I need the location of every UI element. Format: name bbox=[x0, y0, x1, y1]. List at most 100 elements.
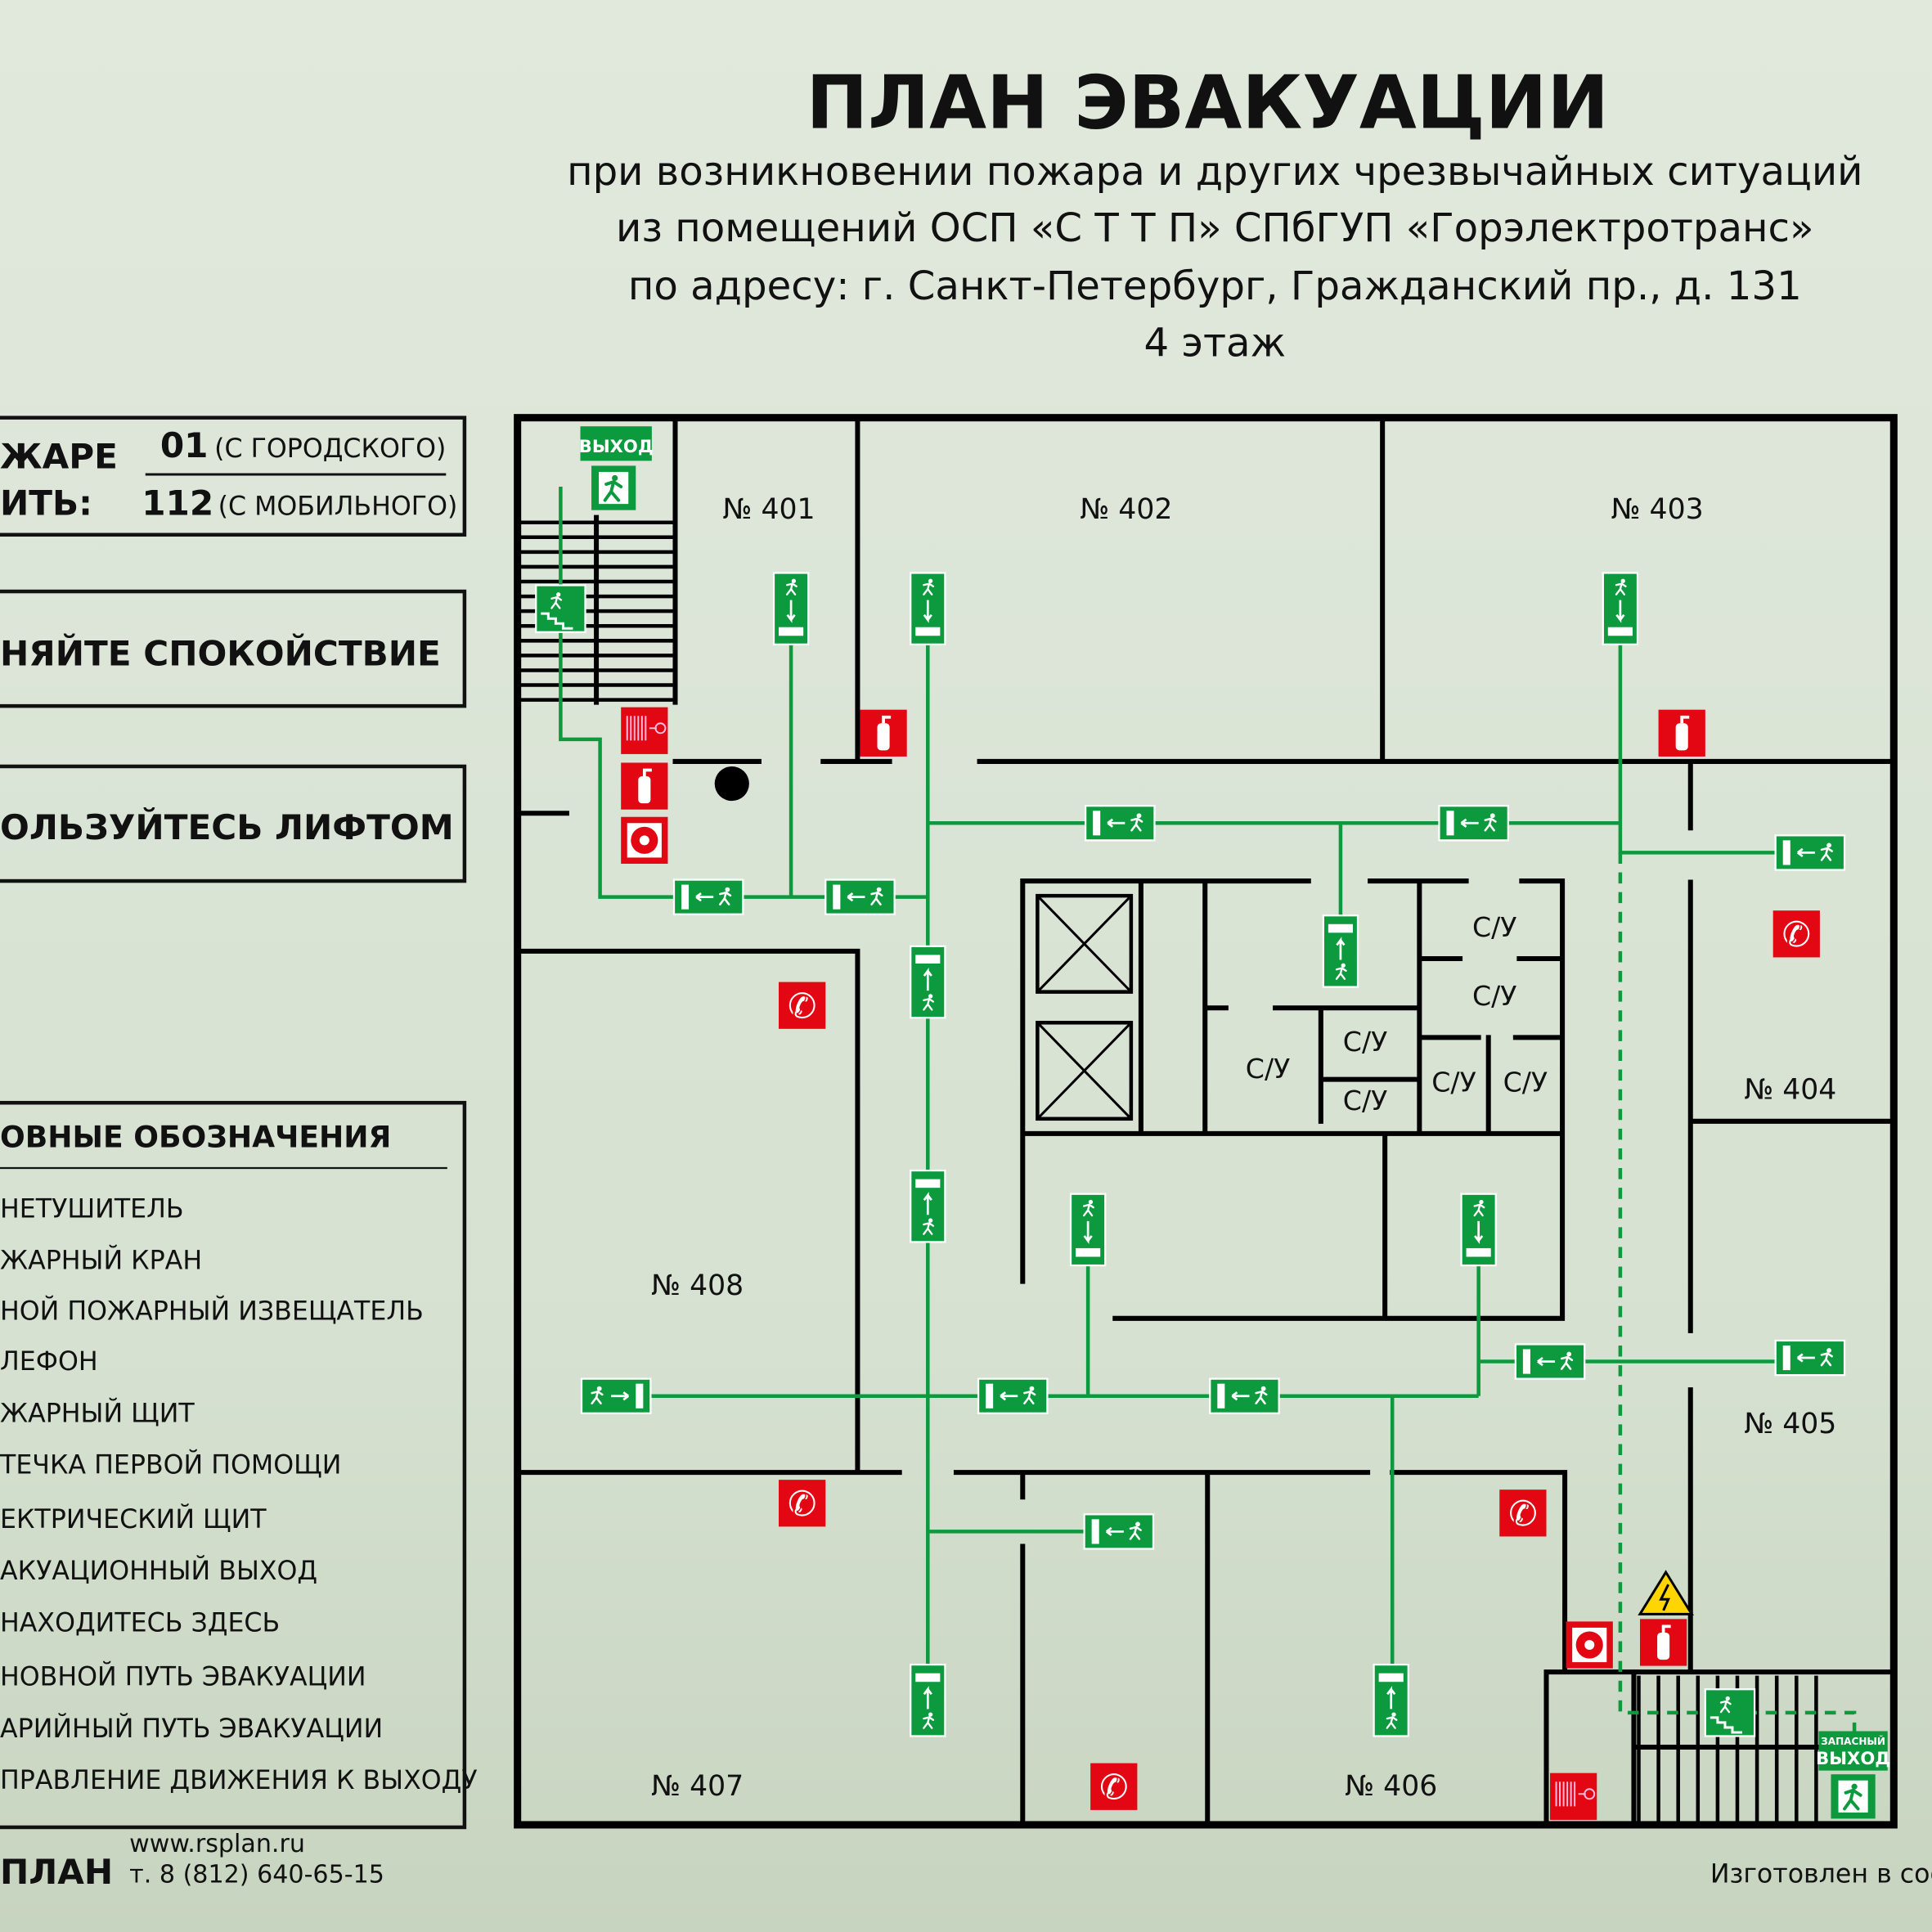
phone-icon: ✆ bbox=[1772, 910, 1820, 958]
svg-text:✆: ✆ bbox=[788, 986, 816, 1026]
notice-no-elevator: ОЛЬЗУЙТЕСЬ ЛИФТОМ bbox=[0, 764, 467, 883]
fire-extinguisher-icon bbox=[860, 709, 907, 757]
wc-label: С/У bbox=[1503, 1067, 1548, 1099]
room-407-label: № 407 bbox=[651, 1770, 744, 1803]
legend-item: НАХОДИТЕСЬ ЗДЕСЬ bbox=[0, 1608, 280, 1638]
stairs-exit-sign bbox=[1704, 1688, 1756, 1737]
exit-direction-sign-up bbox=[1322, 914, 1359, 988]
exit-direction-sign bbox=[824, 878, 896, 915]
electrical-panel-icon bbox=[1638, 1570, 1694, 1615]
exit-direction-sign bbox=[1209, 1377, 1280, 1414]
legend-item: ЖАРНЫЙ ЩИТ bbox=[0, 1397, 195, 1428]
exit-direction-sign-up bbox=[910, 1663, 946, 1737]
notice-text: НЯЙТЕ СПОКОЙСТВИЕ bbox=[0, 632, 441, 673]
legend-item: ЕКТРИЧЕСКИЙ ЩИТ bbox=[0, 1503, 267, 1534]
fire-hose-icon bbox=[621, 707, 668, 754]
mobile-number: 112 bbox=[142, 483, 213, 523]
legend-item: ТЕЧКА ПЕРВОЙ ПОМОЩИ bbox=[0, 1449, 341, 1480]
subtitle-line-2: из помещений ОСП «С Т Т П» СПбГУП «Горэл… bbox=[616, 205, 1813, 251]
fire-extinguisher-icon bbox=[621, 762, 668, 810]
wc-label: С/У bbox=[1472, 911, 1516, 943]
emergency-line-1: ЖАРЕ bbox=[0, 436, 118, 476]
subtitle-line-3: по адресу: г. Санкт-Петербург, Гражданск… bbox=[628, 263, 1802, 309]
exit-direction-sign bbox=[1083, 1513, 1155, 1550]
exit-direction-sign bbox=[580, 1377, 652, 1414]
exit-direction-sign-down bbox=[1460, 1193, 1497, 1267]
room-408-label: № 408 bbox=[651, 1269, 744, 1302]
phone-icon: ✆ bbox=[1499, 1489, 1547, 1537]
city-number: 01 bbox=[160, 425, 209, 465]
wc-label: С/У bbox=[1431, 1067, 1476, 1099]
spare-exit-top-text: ЗАПАСНЫЙ bbox=[1821, 1735, 1885, 1747]
emergency-line-2: ИТЬ: bbox=[0, 483, 92, 523]
room-403-label: № 403 bbox=[1611, 493, 1704, 526]
exit-direction-sign-down bbox=[910, 572, 946, 645]
spare-exit-sign: ЗАПАСНЫЙ ВЫХОД bbox=[1816, 1731, 1890, 1771]
exit-direction-sign-up bbox=[1373, 1663, 1409, 1737]
svg-text:✆: ✆ bbox=[1508, 1494, 1537, 1534]
legend-item: АКУАЦИОННЫЙ ВЫХОД bbox=[0, 1555, 317, 1586]
svg-text:✆: ✆ bbox=[1099, 1767, 1128, 1807]
wc-label: С/У bbox=[1246, 1053, 1290, 1085]
footer-website: www.rsplan.ru bbox=[129, 1830, 305, 1858]
exit-sign-text: ВЫХОД bbox=[579, 436, 654, 456]
legend-title: ОВНЫЕ ОБОЗНАЧЕНИЯ bbox=[0, 1119, 391, 1154]
mobile-number-note: (С МОБИЛЬНОГО) bbox=[218, 492, 458, 522]
legend-item: ЛЕФОН bbox=[0, 1347, 98, 1377]
exit-direction-sign bbox=[1084, 805, 1156, 842]
exit-direction-sign-up bbox=[910, 945, 946, 1019]
emergency-exit-door-icon bbox=[1831, 1774, 1876, 1819]
room-405-label: № 405 bbox=[1744, 1408, 1836, 1440]
room-401-label: № 401 bbox=[722, 493, 815, 526]
exit-direction-sign bbox=[1774, 834, 1846, 871]
phone-icon: ✆ bbox=[779, 1480, 826, 1527]
fire-hose-icon bbox=[1550, 1772, 1597, 1820]
exit-direction-sign-down bbox=[772, 572, 810, 645]
emergency-exit-door-icon bbox=[591, 465, 636, 510]
city-number-note: (С ГОРОДСКОГО) bbox=[214, 434, 446, 464]
subtitle-line-1: при возникновении пожара и других чрезвы… bbox=[567, 149, 1862, 195]
legend-item: ПРАВЛЕНИЕ ДВИЖЕНИЯ К ВЫХОДУ bbox=[0, 1766, 478, 1795]
room-404-label: № 404 bbox=[1744, 1074, 1836, 1107]
legend-item: ЖАРНЫЙ КРАН bbox=[0, 1245, 202, 1276]
stairs-exit-sign bbox=[535, 584, 586, 633]
exit-direction-sign bbox=[672, 878, 744, 915]
fire-extinguisher-icon bbox=[1658, 709, 1705, 757]
phone-icon: ✆ bbox=[1090, 1763, 1138, 1810]
legend-item: НОВНОЙ ПУТЬ ЭВАКУАЦИИ bbox=[0, 1661, 366, 1692]
notice-stay-calm: НЯЙТЕ СПОКОЙСТВИЕ bbox=[0, 589, 467, 708]
wc-label: С/У bbox=[1343, 1085, 1387, 1117]
room-406-label: № 406 bbox=[1345, 1770, 1437, 1803]
manual-fire-alarm-icon bbox=[621, 816, 668, 864]
footer-brand: ПЛАН bbox=[0, 1852, 113, 1892]
floor-label: 4 этаж bbox=[1144, 320, 1286, 366]
you-are-here-marker bbox=[714, 766, 749, 802]
elevator-shaft bbox=[1036, 1021, 1134, 1121]
notice-text: ОЛЬЗУЙТЕСЬ ЛИФТОМ bbox=[0, 806, 454, 847]
exit-direction-sign bbox=[1774, 1339, 1846, 1377]
exit-direction-sign bbox=[1514, 1343, 1586, 1380]
fire-extinguisher-icon bbox=[1639, 1619, 1687, 1666]
page-title: ПЛАН ЭВАКУАЦИИ bbox=[806, 61, 1609, 146]
exit-direction-sign-down bbox=[1602, 572, 1639, 645]
footer-note: Изготовлен в соот bbox=[1710, 1860, 1932, 1889]
svg-text:✆: ✆ bbox=[1782, 914, 1811, 955]
legend-item: АРИЙНЫЙ ПУТЬ ЭВАКУАЦИИ bbox=[0, 1713, 383, 1744]
phone-icon: ✆ bbox=[779, 982, 826, 1029]
exit-direction-sign bbox=[977, 1377, 1049, 1414]
floor-walls bbox=[514, 414, 1898, 1829]
emergency-phone-box: ЖАРЕ ИТЬ: 01 (С ГОРОДСКОГО) 112 (С МОБИЛ… bbox=[0, 416, 467, 537]
wc-label: С/У bbox=[1472, 980, 1516, 1012]
elevator-shaft bbox=[1036, 893, 1134, 994]
exit-direction-sign-down bbox=[1069, 1193, 1107, 1267]
spare-exit-bottom-text: ВЫХОД bbox=[1816, 1748, 1890, 1768]
manual-fire-alarm-icon bbox=[1566, 1621, 1613, 1669]
exit-direction-sign bbox=[1438, 805, 1509, 842]
svg-text:✆: ✆ bbox=[788, 1484, 816, 1524]
room-402-label: № 402 bbox=[1080, 493, 1172, 526]
legend-item: НОЙ ПОЖАРНЫЙ ИЗВЕЩАТЕЛЬ bbox=[0, 1295, 424, 1326]
main-evacuation-route bbox=[559, 487, 1812, 1698]
footer-phone: т. 8 (812) 640-65-15 bbox=[129, 1861, 384, 1889]
exit-sign-main: ВЫХОД bbox=[579, 426, 654, 461]
